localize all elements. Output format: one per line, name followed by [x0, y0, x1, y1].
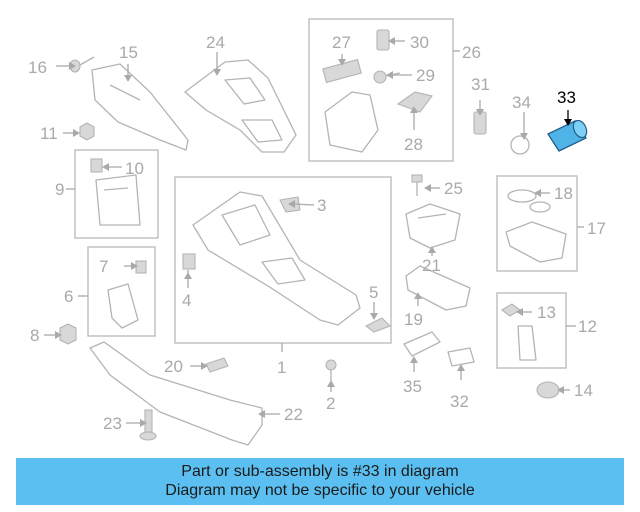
leader-lines — [44, 40, 584, 424]
part-24-shape — [184, 59, 297, 153]
group-box-17 — [496, 175, 578, 272]
part-18-shape — [507, 189, 537, 203]
part-11-shape — [79, 122, 95, 141]
part-14-shape — [536, 381, 560, 399]
group-box-12 — [496, 292, 567, 369]
group-box-1 — [174, 176, 392, 344]
group-box-26 — [308, 18, 454, 162]
callout-12: 12 — [578, 317, 597, 336]
part-9-bracket — [95, 174, 141, 226]
callout-4: 4 — [182, 291, 191, 310]
callout-33-highlighted: 33 — [557, 88, 576, 107]
callout-21: 21 — [422, 256, 441, 275]
callout-22: 22 — [284, 405, 303, 424]
part-34-shape — [510, 135, 530, 155]
callout-2: 2 — [326, 394, 335, 413]
part-33-shape — [547, 119, 588, 152]
callout-3: 3 — [317, 196, 326, 215]
callout-14: 14 — [574, 381, 593, 400]
callout-8: 8 — [30, 326, 39, 345]
part-25-shape — [411, 174, 423, 196]
callout-28: 28 — [404, 135, 423, 154]
callout-30: 30 — [410, 33, 429, 52]
callout-15: 15 — [119, 43, 138, 62]
callout-24: 24 — [206, 33, 225, 52]
callout-labels: 16 15 11 24 27 30 26 29 31 34 33 28 10 9… — [28, 33, 606, 433]
group-box-9 — [74, 149, 159, 239]
part-16-shape — [69, 56, 95, 73]
callout-35: 35 — [403, 377, 422, 396]
callout-19: 19 — [404, 310, 423, 329]
part-19-shape — [405, 265, 471, 311]
part-29-shape — [373, 70, 401, 84]
part-17-shape — [505, 221, 567, 263]
callout-34: 34 — [512, 93, 531, 112]
part-32-shape — [447, 347, 475, 367]
arrowhead-33 — [564, 119, 572, 126]
group-box-6 — [87, 246, 156, 337]
callout-13: 13 — [537, 303, 556, 322]
callout-18: 18 — [554, 184, 573, 203]
callout-10: 10 — [125, 159, 144, 178]
part-23-shape — [139, 409, 157, 441]
callout-11: 11 — [40, 124, 58, 143]
banner-line-2: Diagram may not be specific to your vehi… — [165, 482, 475, 499]
part-4-shape — [182, 253, 196, 270]
part-21-shape — [405, 203, 461, 249]
callout-1: 1 — [277, 358, 286, 377]
callout-27: 27 — [332, 33, 351, 52]
part-27-shape — [322, 58, 362, 84]
part-6-bracket — [107, 283, 139, 329]
callout-31: 31 — [471, 75, 490, 94]
callout-23: 23 — [103, 414, 122, 433]
callout-20: 20 — [164, 357, 183, 376]
callout-17: 17 — [587, 219, 606, 238]
callout-16: 16 — [28, 58, 47, 77]
arrowheads — [55, 37, 564, 427]
callout-9: 9 — [55, 180, 64, 199]
callout-25: 25 — [444, 179, 463, 198]
info-banner: Part or sub-assembly is #33 in diagram D… — [16, 458, 624, 505]
banner-line-1: Part or sub-assembly is #33 in diagram — [181, 463, 459, 480]
part-28-shape — [324, 91, 379, 153]
part-22-shape — [89, 341, 263, 446]
part-8-shape — [59, 323, 77, 345]
part-5-shape — [364, 317, 391, 333]
callout-32: 32 — [450, 392, 469, 411]
part-20-shape — [205, 357, 229, 373]
part-12-shape — [517, 325, 537, 361]
part-13-shape — [501, 303, 521, 317]
callout-7: 7 — [99, 257, 108, 276]
callout-6: 6 — [64, 287, 73, 306]
part-7-shape — [135, 260, 147, 274]
part-30-shape — [376, 29, 390, 51]
part-10-shape — [90, 158, 103, 173]
callout-29: 29 — [416, 66, 435, 85]
part-15-shape — [91, 63, 189, 151]
callout-26: 26 — [462, 43, 481, 62]
part-18b-shape — [529, 201, 551, 213]
part-1-shape — [192, 191, 361, 326]
callout-5: 5 — [369, 283, 378, 302]
part-35-shape — [403, 331, 441, 357]
